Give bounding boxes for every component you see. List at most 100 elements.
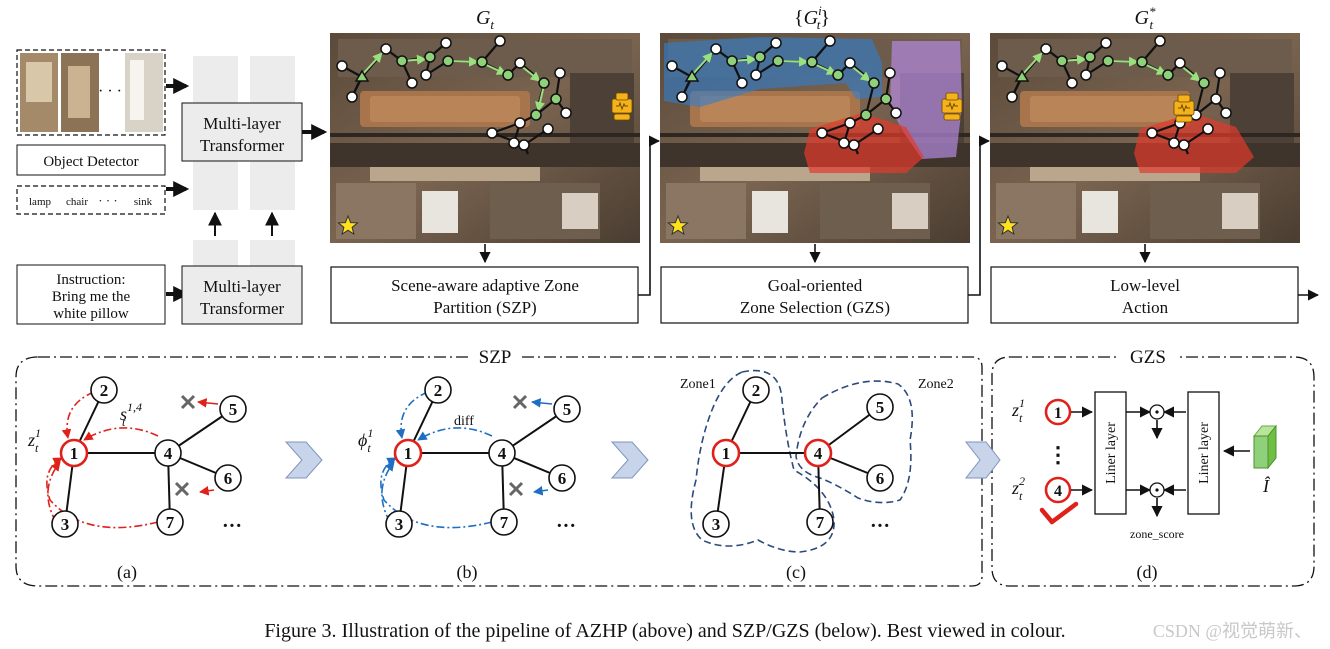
vertical-ellipsis: ⋮ xyxy=(1047,442,1069,467)
node-label: 7 xyxy=(166,513,175,532)
node-label: 1 xyxy=(722,444,731,463)
panel-to-module-arrows xyxy=(479,244,1151,264)
module-connectors xyxy=(638,135,1320,301)
node-label: 5 xyxy=(876,398,885,417)
gzs-module-line-1: Goal-oriented xyxy=(768,276,863,295)
instruction-line-2: Bring me the xyxy=(52,289,131,305)
node-label: 7 xyxy=(816,513,825,532)
caption-b: (b) xyxy=(457,562,478,583)
liner-layer-box-1 xyxy=(1094,391,1127,515)
gzs-title: GZS xyxy=(1130,347,1166,368)
object-dots: · · · xyxy=(98,193,118,208)
zone2-label: Zone2 xyxy=(918,377,954,392)
transformer-blocks: Multi-layer Transformer Multi-layer Tran… xyxy=(181,56,303,325)
ellipsis: ··· xyxy=(870,515,890,537)
input-section: · · · Object Detector lamp chair · · · s… xyxy=(16,49,166,325)
x-mark-icon xyxy=(174,481,190,497)
scene-panel-1 xyxy=(330,33,640,243)
node-label: 6 xyxy=(558,469,567,488)
object-list-frame xyxy=(16,185,166,215)
object-sink: sink xyxy=(134,196,153,208)
node-label: 6 xyxy=(224,469,233,488)
x-mark-icon xyxy=(180,394,196,410)
action-module-box xyxy=(990,266,1299,324)
action-module-line-1: Low-level xyxy=(1110,276,1180,295)
panel-title-gt-star: G*t xyxy=(1135,4,1156,32)
gzs-container: GZS xyxy=(991,346,1315,587)
liner-layer-box-2 xyxy=(1187,391,1220,515)
panel-title-gt: Gt xyxy=(476,7,494,32)
graph-nodes-2 xyxy=(666,35,902,151)
node-label: 3 xyxy=(61,515,70,534)
szp-module-line-2: Partition (SZP) xyxy=(433,298,536,317)
caption-a: (a) xyxy=(117,562,137,583)
node-label: 1 xyxy=(70,444,79,463)
chevron-right-icon xyxy=(610,441,649,479)
node-label: 4 xyxy=(164,444,173,463)
module-boxes: Scene-aware adaptive Zone Partition (SZP… xyxy=(330,266,1299,324)
liner-layer-label-2: Liner layer xyxy=(1197,422,1212,484)
object-detector-label: Object Detector xyxy=(43,154,138,170)
input-arrows xyxy=(166,78,328,302)
szp-container: SZP xyxy=(15,346,983,587)
node-label: 3 xyxy=(712,515,721,534)
graph-nodes-1 xyxy=(336,35,572,151)
graph-nodes-3 xyxy=(996,35,1232,151)
caption-d: (d) xyxy=(1137,562,1158,583)
node-label: 1 xyxy=(404,444,413,463)
gzs-module-box xyxy=(660,266,969,324)
transformer-2-line-1: Multi-layer xyxy=(203,277,281,296)
zone1-label: Zone1 xyxy=(680,377,716,392)
node-label: 6 xyxy=(876,469,885,488)
diff-label: diff xyxy=(454,414,474,429)
object-chair: chair xyxy=(66,196,88,208)
zone1-boundary xyxy=(690,369,835,553)
transformer-1-line-2: Transformer xyxy=(200,136,285,155)
node-label: 2 xyxy=(434,381,443,400)
zone-blue xyxy=(664,37,882,107)
node-label: 5 xyxy=(229,400,238,419)
figure-caption: Figure 3. Illustration of the pipeline o… xyxy=(264,620,1065,642)
ellipsis: ··· xyxy=(222,515,242,537)
node-label: 4 xyxy=(498,444,507,463)
szp-module-box xyxy=(330,266,639,324)
caption-c: (c) xyxy=(786,562,806,583)
scene-panel-2 xyxy=(660,33,970,243)
node-label: 2 xyxy=(100,381,109,400)
node-label: 2 xyxy=(752,381,761,400)
scene-panel-3 xyxy=(990,33,1300,243)
zone-score-label: zone_score xyxy=(1130,527,1184,541)
checkmark-icon xyxy=(1039,501,1079,525)
chevron-right-icon xyxy=(964,441,1001,479)
node-label: 4 xyxy=(1054,483,1062,500)
instruction-line-1: Instruction: xyxy=(56,272,125,288)
object-lamp: lamp xyxy=(29,196,51,208)
graph-panel-c: 1 2 3 4 5 6 7 Zone1 Zone2 ··· (c) xyxy=(680,369,954,583)
node-label: 5 xyxy=(563,400,572,419)
image-strip-frame xyxy=(16,49,166,136)
szp-title: SZP xyxy=(479,347,512,368)
transformer-2-line-2: Transformer xyxy=(200,299,285,318)
i-hat-label: Î xyxy=(1262,475,1271,496)
object-detector-box xyxy=(16,144,166,176)
instruction-feature-icon xyxy=(1252,424,1278,470)
node-label: 3 xyxy=(395,515,404,534)
szp-module-line-1: Scene-aware adaptive Zone xyxy=(391,276,579,295)
watermark: CSDN @视觉萌新、 xyxy=(1153,621,1312,641)
x-mark-icon xyxy=(512,394,528,410)
zone2-boundary xyxy=(795,380,914,504)
chevron-right-icon xyxy=(284,441,323,479)
gzs-module-line-2: Zone Selection (GZS) xyxy=(740,298,890,317)
transformer-1-line-1: Multi-layer xyxy=(203,114,281,133)
zone-purple xyxy=(890,41,962,159)
transformer-box-1 xyxy=(181,102,303,162)
